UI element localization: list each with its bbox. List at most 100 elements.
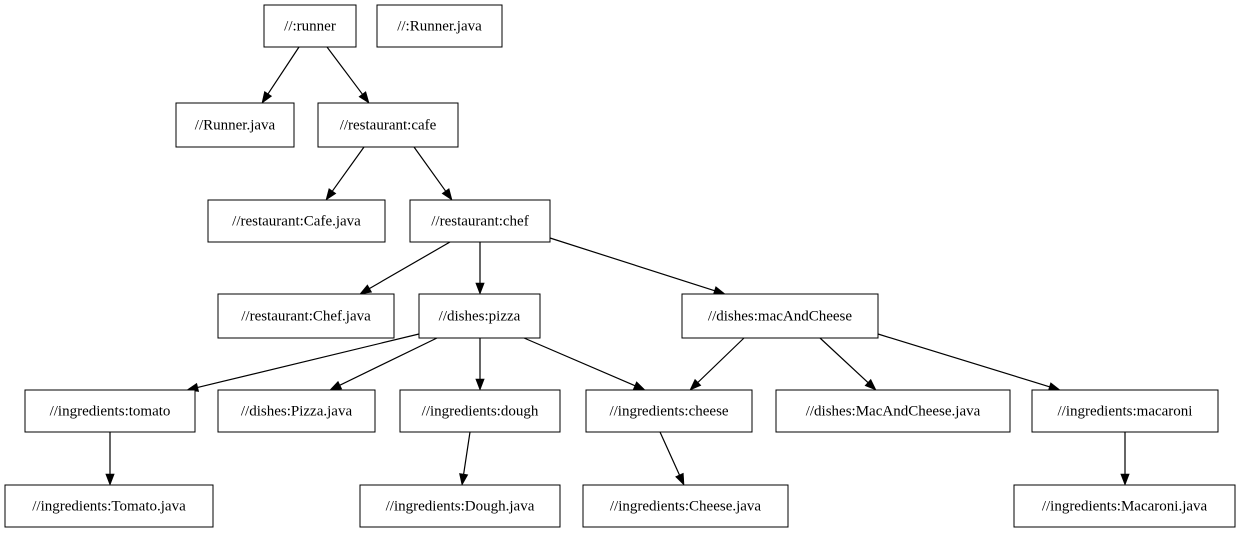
node-label: //dishes:macAndCheese xyxy=(708,308,852,324)
node-label: //ingredients:macaroni xyxy=(1058,403,1193,419)
edge-arrowhead-icon xyxy=(712,286,726,295)
graph-node[interactable]: //ingredients:dough xyxy=(399,389,561,433)
edge-line xyxy=(877,333,1050,388)
node-label: //:runner xyxy=(284,18,336,34)
graph-edge xyxy=(326,46,370,104)
edge-arrowhead-icon xyxy=(261,91,273,104)
graph-node[interactable]: //restaurant:cafe xyxy=(317,102,459,148)
node-label: //restaurant:Cafe.java xyxy=(232,213,361,229)
graph-node[interactable]: //dishes:MacAndCheese.java xyxy=(775,389,1011,433)
node-label: //ingredients:Cheese.java xyxy=(610,498,762,514)
node-box[interactable] xyxy=(175,102,295,148)
node-box[interactable] xyxy=(376,4,503,48)
graph-node[interactable]: //ingredients:Dough.java xyxy=(359,484,561,528)
graph-node[interactable]: //ingredients:tomato xyxy=(24,389,196,433)
node-box[interactable] xyxy=(585,389,753,433)
graph-edge xyxy=(413,146,453,201)
edge-arrowhead-icon xyxy=(325,188,337,201)
graph-node[interactable]: //:runner xyxy=(263,4,357,48)
node-label: //Runner.java xyxy=(195,117,276,133)
graph-edge xyxy=(475,242,485,295)
edge-line xyxy=(697,337,745,383)
edge-line xyxy=(523,337,636,387)
graph-node[interactable]: //restaurant:Cafe.java xyxy=(207,199,386,243)
graph-edge xyxy=(659,431,685,486)
graph-edge xyxy=(549,237,726,295)
edge-arrowhead-icon xyxy=(441,188,453,201)
node-box[interactable] xyxy=(1031,389,1219,433)
edge-arrowhead-icon xyxy=(675,472,685,486)
graph-edge xyxy=(475,338,485,391)
edge-line xyxy=(267,46,300,95)
node-label: //dishes:MacAndCheese.java xyxy=(806,403,981,419)
node-label: //ingredients:Dough.java xyxy=(386,498,535,514)
graph-node[interactable]: //ingredients:Cheese.java xyxy=(582,484,789,528)
graph-edge xyxy=(1120,432,1130,486)
node-label: //:Runner.java xyxy=(397,18,482,34)
node-label: //ingredients:tomato xyxy=(50,403,171,419)
graph-node[interactable]: //ingredients:cheese xyxy=(585,389,753,433)
edge-line xyxy=(369,241,451,290)
node-label: //ingredients:Tomato.java xyxy=(32,498,186,514)
graph-node[interactable]: //ingredients:Macaroni.java xyxy=(1013,484,1236,528)
edges-layer xyxy=(105,46,1130,486)
node-box[interactable] xyxy=(263,4,357,48)
node-box[interactable] xyxy=(4,484,214,528)
node-box[interactable] xyxy=(1013,484,1236,528)
edge-line xyxy=(549,237,715,292)
graph-node[interactable]: //restaurant:chef xyxy=(409,199,551,243)
edge-arrowhead-icon xyxy=(475,378,485,391)
graph-node[interactable]: //restaurant:Chef.java xyxy=(217,293,395,339)
edge-arrowhead-icon xyxy=(105,473,115,486)
node-box[interactable] xyxy=(217,293,395,339)
graph-node[interactable]: //ingredients:macaroni xyxy=(1031,389,1219,433)
edge-arrowhead-icon xyxy=(864,378,877,391)
edge-arrowhead-icon xyxy=(689,378,702,391)
node-label: //dishes:pizza xyxy=(439,308,521,324)
edge-arrowhead-icon xyxy=(359,284,373,295)
node-box[interactable] xyxy=(359,484,561,528)
edge-arrowhead-icon xyxy=(1120,473,1130,486)
graph-edge xyxy=(359,241,451,295)
node-label: //restaurant:cafe xyxy=(340,117,437,133)
node-box[interactable] xyxy=(217,389,376,433)
graph-edge xyxy=(689,337,745,391)
node-box[interactable] xyxy=(582,484,789,528)
node-box[interactable] xyxy=(317,102,459,148)
edge-arrowhead-icon xyxy=(459,473,469,486)
graph-edge xyxy=(261,46,300,104)
graph-edge xyxy=(105,432,115,486)
graph-edge xyxy=(523,337,646,391)
node-box[interactable] xyxy=(681,293,879,339)
graph-node[interactable]: //dishes:Pizza.java xyxy=(217,389,376,433)
nodes-layer: //:runner //:Runner.java //Runner.java //re… xyxy=(4,4,1236,528)
graph-edge xyxy=(877,333,1061,392)
edge-line xyxy=(463,431,471,475)
graph-node[interactable]: //dishes:macAndCheese xyxy=(681,293,879,339)
node-box[interactable] xyxy=(24,389,196,433)
node-label: //ingredients:dough xyxy=(422,403,539,419)
edge-line xyxy=(339,337,438,386)
graph-edge xyxy=(819,337,877,391)
edge-arrowhead-icon xyxy=(358,91,370,104)
edge-arrowhead-icon xyxy=(475,282,485,295)
node-label: //ingredients:Macaroni.java xyxy=(1042,498,1208,514)
edge-arrowhead-icon xyxy=(632,381,646,391)
graph-node[interactable]: //ingredients:Tomato.java xyxy=(4,484,214,528)
graph-node[interactable]: //dishes:pizza xyxy=(418,293,541,339)
graph-edge xyxy=(325,146,365,201)
node-box[interactable] xyxy=(207,199,386,243)
node-box[interactable] xyxy=(409,199,551,243)
graph-edge xyxy=(186,333,420,392)
node-label: //restaurant:chef xyxy=(431,213,528,229)
node-box[interactable] xyxy=(399,389,561,433)
edge-line xyxy=(197,333,420,389)
node-box[interactable] xyxy=(775,389,1011,433)
node-label: //ingredients:cheese xyxy=(609,403,728,419)
node-box[interactable] xyxy=(418,293,541,339)
graph-node[interactable]: //Runner.java xyxy=(175,102,295,148)
graph-node[interactable]: //:Runner.java xyxy=(376,4,503,48)
graph-edge xyxy=(329,337,438,391)
